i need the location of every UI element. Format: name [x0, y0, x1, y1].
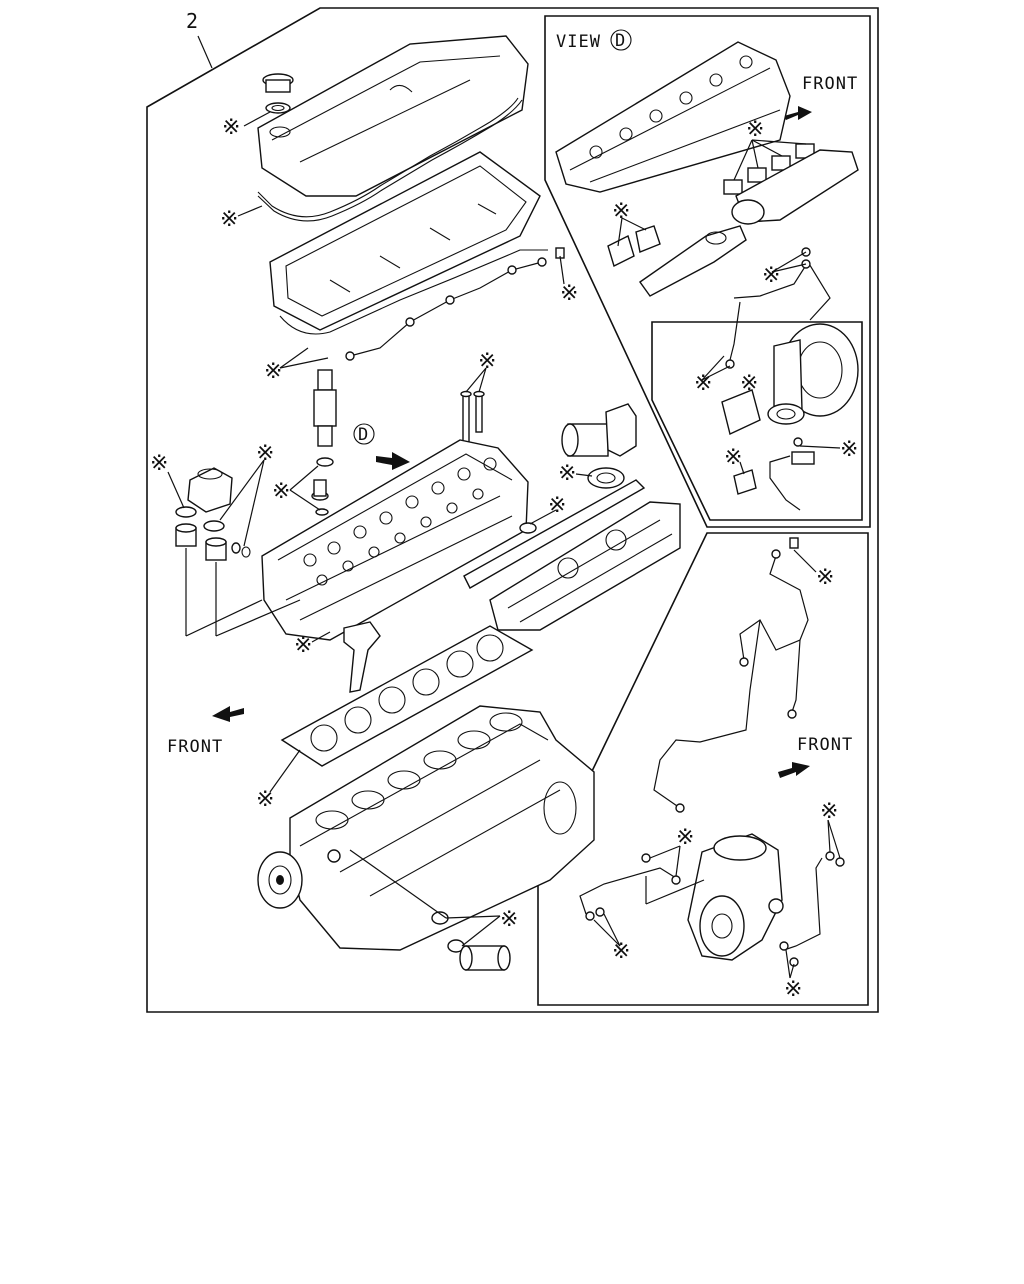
leader-lines-view-d [617, 139, 807, 247]
injection-pipes-detail [653, 537, 809, 813]
egr-gaskets [607, 225, 661, 267]
rocker-case-gasket [279, 249, 548, 335]
intake-manifold-gasket [463, 479, 646, 589]
exhaust-manifold-gaskets [723, 143, 815, 195]
asterisk-marker: ※ [612, 939, 630, 964]
view-d-frame [544, 15, 871, 528]
front-arrow-main-icon [212, 706, 244, 722]
asterisk-marker: ※ [560, 281, 578, 306]
asterisk-markers: ※ ※ ※ ※ ※ ※ ※ ※ ※ ※ ※ ※ ※ ※ ※ ※ ※ ※ ※ ※ … [150, 115, 858, 1002]
thermostats [175, 523, 251, 561]
asterisk-marker: ※ [264, 359, 282, 384]
front-label-lower-right: FRONT [797, 735, 853, 755]
asterisk-marker: ※ [294, 633, 312, 658]
thermostat-housing [175, 467, 233, 532]
turbo-oil-return-pipe [733, 437, 815, 511]
asterisk-marker: ※ [558, 461, 576, 486]
asterisk-marker: ※ [784, 977, 802, 1002]
oil-filler-cap [262, 73, 294, 114]
view-callout-letter: D [358, 425, 369, 445]
asterisk-marker: ※ [820, 799, 838, 824]
egr-cooler-pipe [639, 225, 747, 297]
asterisk-marker: ※ [740, 371, 758, 396]
cylinder-head-cover [257, 35, 529, 197]
crankshaft-pulley [257, 851, 303, 909]
water-outlet-pipe [343, 621, 381, 693]
asterisk-marker: ※ [724, 445, 742, 470]
pump-return-pipe [779, 851, 845, 967]
asterisk-marker: ※ [762, 263, 780, 288]
rocker-case [269, 151, 541, 331]
leader-lines-turbo [701, 251, 841, 475]
cylinder-head [261, 439, 529, 641]
outer-frame [146, 7, 879, 1013]
view-d-direction-arrow-icon [376, 452, 410, 470]
item-number-callout: 2 [186, 9, 213, 69]
fuel-leak-off-pipe [345, 247, 565, 361]
asterisk-marker: ※ [222, 115, 240, 140]
turbo-gasket [721, 389, 761, 435]
view-title-label: VIEW [556, 32, 601, 52]
cylinder-head-gasket [280, 625, 534, 767]
asterisk-marker: ※ [746, 117, 764, 142]
asterisk-marker: ※ [694, 371, 712, 396]
front-label-main: FRONT [167, 737, 223, 757]
front-arrow-view-d-icon [784, 106, 812, 120]
front-arrow-lower-right-icon [778, 762, 810, 778]
turbocharger [767, 323, 859, 425]
fuel-injector [311, 369, 337, 516]
view-letter-badge: D [610, 29, 632, 51]
leader-lines-main [167, 111, 593, 947]
asterisk-marker: ※ [256, 787, 274, 812]
lower-right-frame [537, 532, 869, 1006]
head-cover-gasket [257, 97, 523, 222]
oil-cooler-element [431, 911, 511, 971]
asterisk-marker: ※ [272, 479, 290, 504]
cylinder-head-studs [460, 390, 485, 443]
leader-lines-lower-right [593, 549, 841, 979]
asterisk-marker: ※ [220, 207, 238, 232]
asterisk-marker: ※ [612, 199, 630, 224]
pump-feed-pipe [579, 853, 681, 921]
view-d-cylinder-head [555, 41, 791, 193]
asterisk-marker: ※ [816, 565, 834, 590]
asterisk-marker: ※ [840, 437, 858, 462]
front-label-view-d: FRONT [802, 74, 858, 94]
asterisk-marker: ※ [676, 825, 694, 850]
block-drain-plug [327, 849, 341, 863]
egr-valve [561, 403, 637, 489]
asterisk-marker: ※ [478, 349, 496, 374]
supply-pump [687, 833, 784, 961]
exhaust-manifold [731, 149, 859, 225]
asterisk-marker: ※ [150, 451, 168, 476]
asterisk-marker: ※ [500, 907, 518, 932]
asterisk-marker: ※ [548, 493, 566, 518]
view-callout-badge: D [353, 423, 375, 445]
item-number: 2 [186, 9, 198, 33]
asterisk-marker: ※ [256, 441, 274, 466]
view-letter: D [615, 31, 626, 51]
